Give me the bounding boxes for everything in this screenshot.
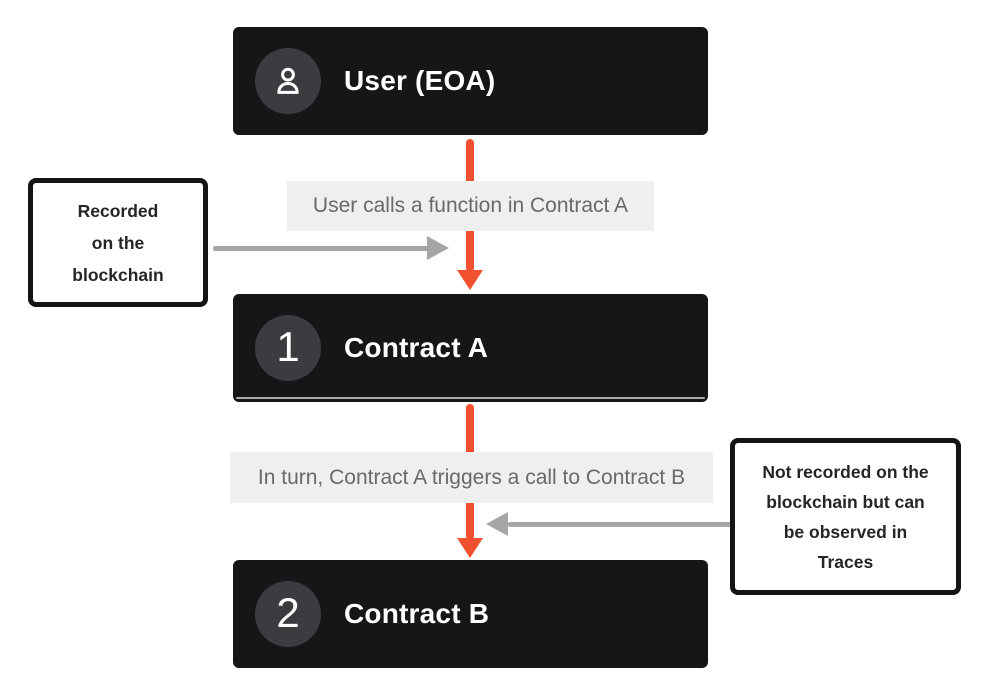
note-text-line: Recorded xyxy=(77,200,159,221)
note-text-line: Traces xyxy=(817,551,874,572)
left-arrow-icon xyxy=(486,512,508,536)
node-title: User (EOA) xyxy=(344,65,496,96)
note-text-line: blockchain but can xyxy=(766,491,925,512)
down-arrow-icon xyxy=(457,538,483,558)
note-text-line: Not recorded on the xyxy=(762,461,929,482)
user-icon xyxy=(277,67,299,94)
node-title: Contract B xyxy=(344,598,490,629)
node-contract-b: 2 Contract B xyxy=(233,560,708,668)
node-title: Contract A xyxy=(344,332,489,363)
edge-label-user-call: User calls a function in Contract A xyxy=(287,181,654,231)
right-arrow-icon xyxy=(213,246,429,251)
step-number: 2 xyxy=(276,589,300,636)
node-user-eoa: User (EOA) xyxy=(233,27,708,135)
avatar xyxy=(255,48,321,114)
note-text-line: be observed in xyxy=(783,521,908,542)
left-arrow-icon xyxy=(508,522,731,527)
edge-label-text: In turn, Contract A triggers a call to C… xyxy=(257,465,686,489)
down-arrow-icon xyxy=(457,270,483,290)
divider xyxy=(236,397,705,399)
note-text-line: blockchain xyxy=(72,264,164,285)
node-contract-a: 1 Contract A xyxy=(233,294,708,402)
right-arrow-icon xyxy=(427,236,449,260)
step-badge: 2 xyxy=(255,581,321,647)
note-recorded-on-blockchain: Recorded on the blockchain xyxy=(28,178,208,307)
step-badge: 1 xyxy=(255,315,321,381)
edge-label-contract-call: In turn, Contract A triggers a call to C… xyxy=(230,452,713,503)
edge-label-text: User calls a function in Contract A xyxy=(312,194,629,217)
step-number: 1 xyxy=(276,323,300,370)
note-not-recorded-traces: Not recorded on the blockchain but can b… xyxy=(730,438,961,595)
note-text-line: on the xyxy=(91,232,145,253)
